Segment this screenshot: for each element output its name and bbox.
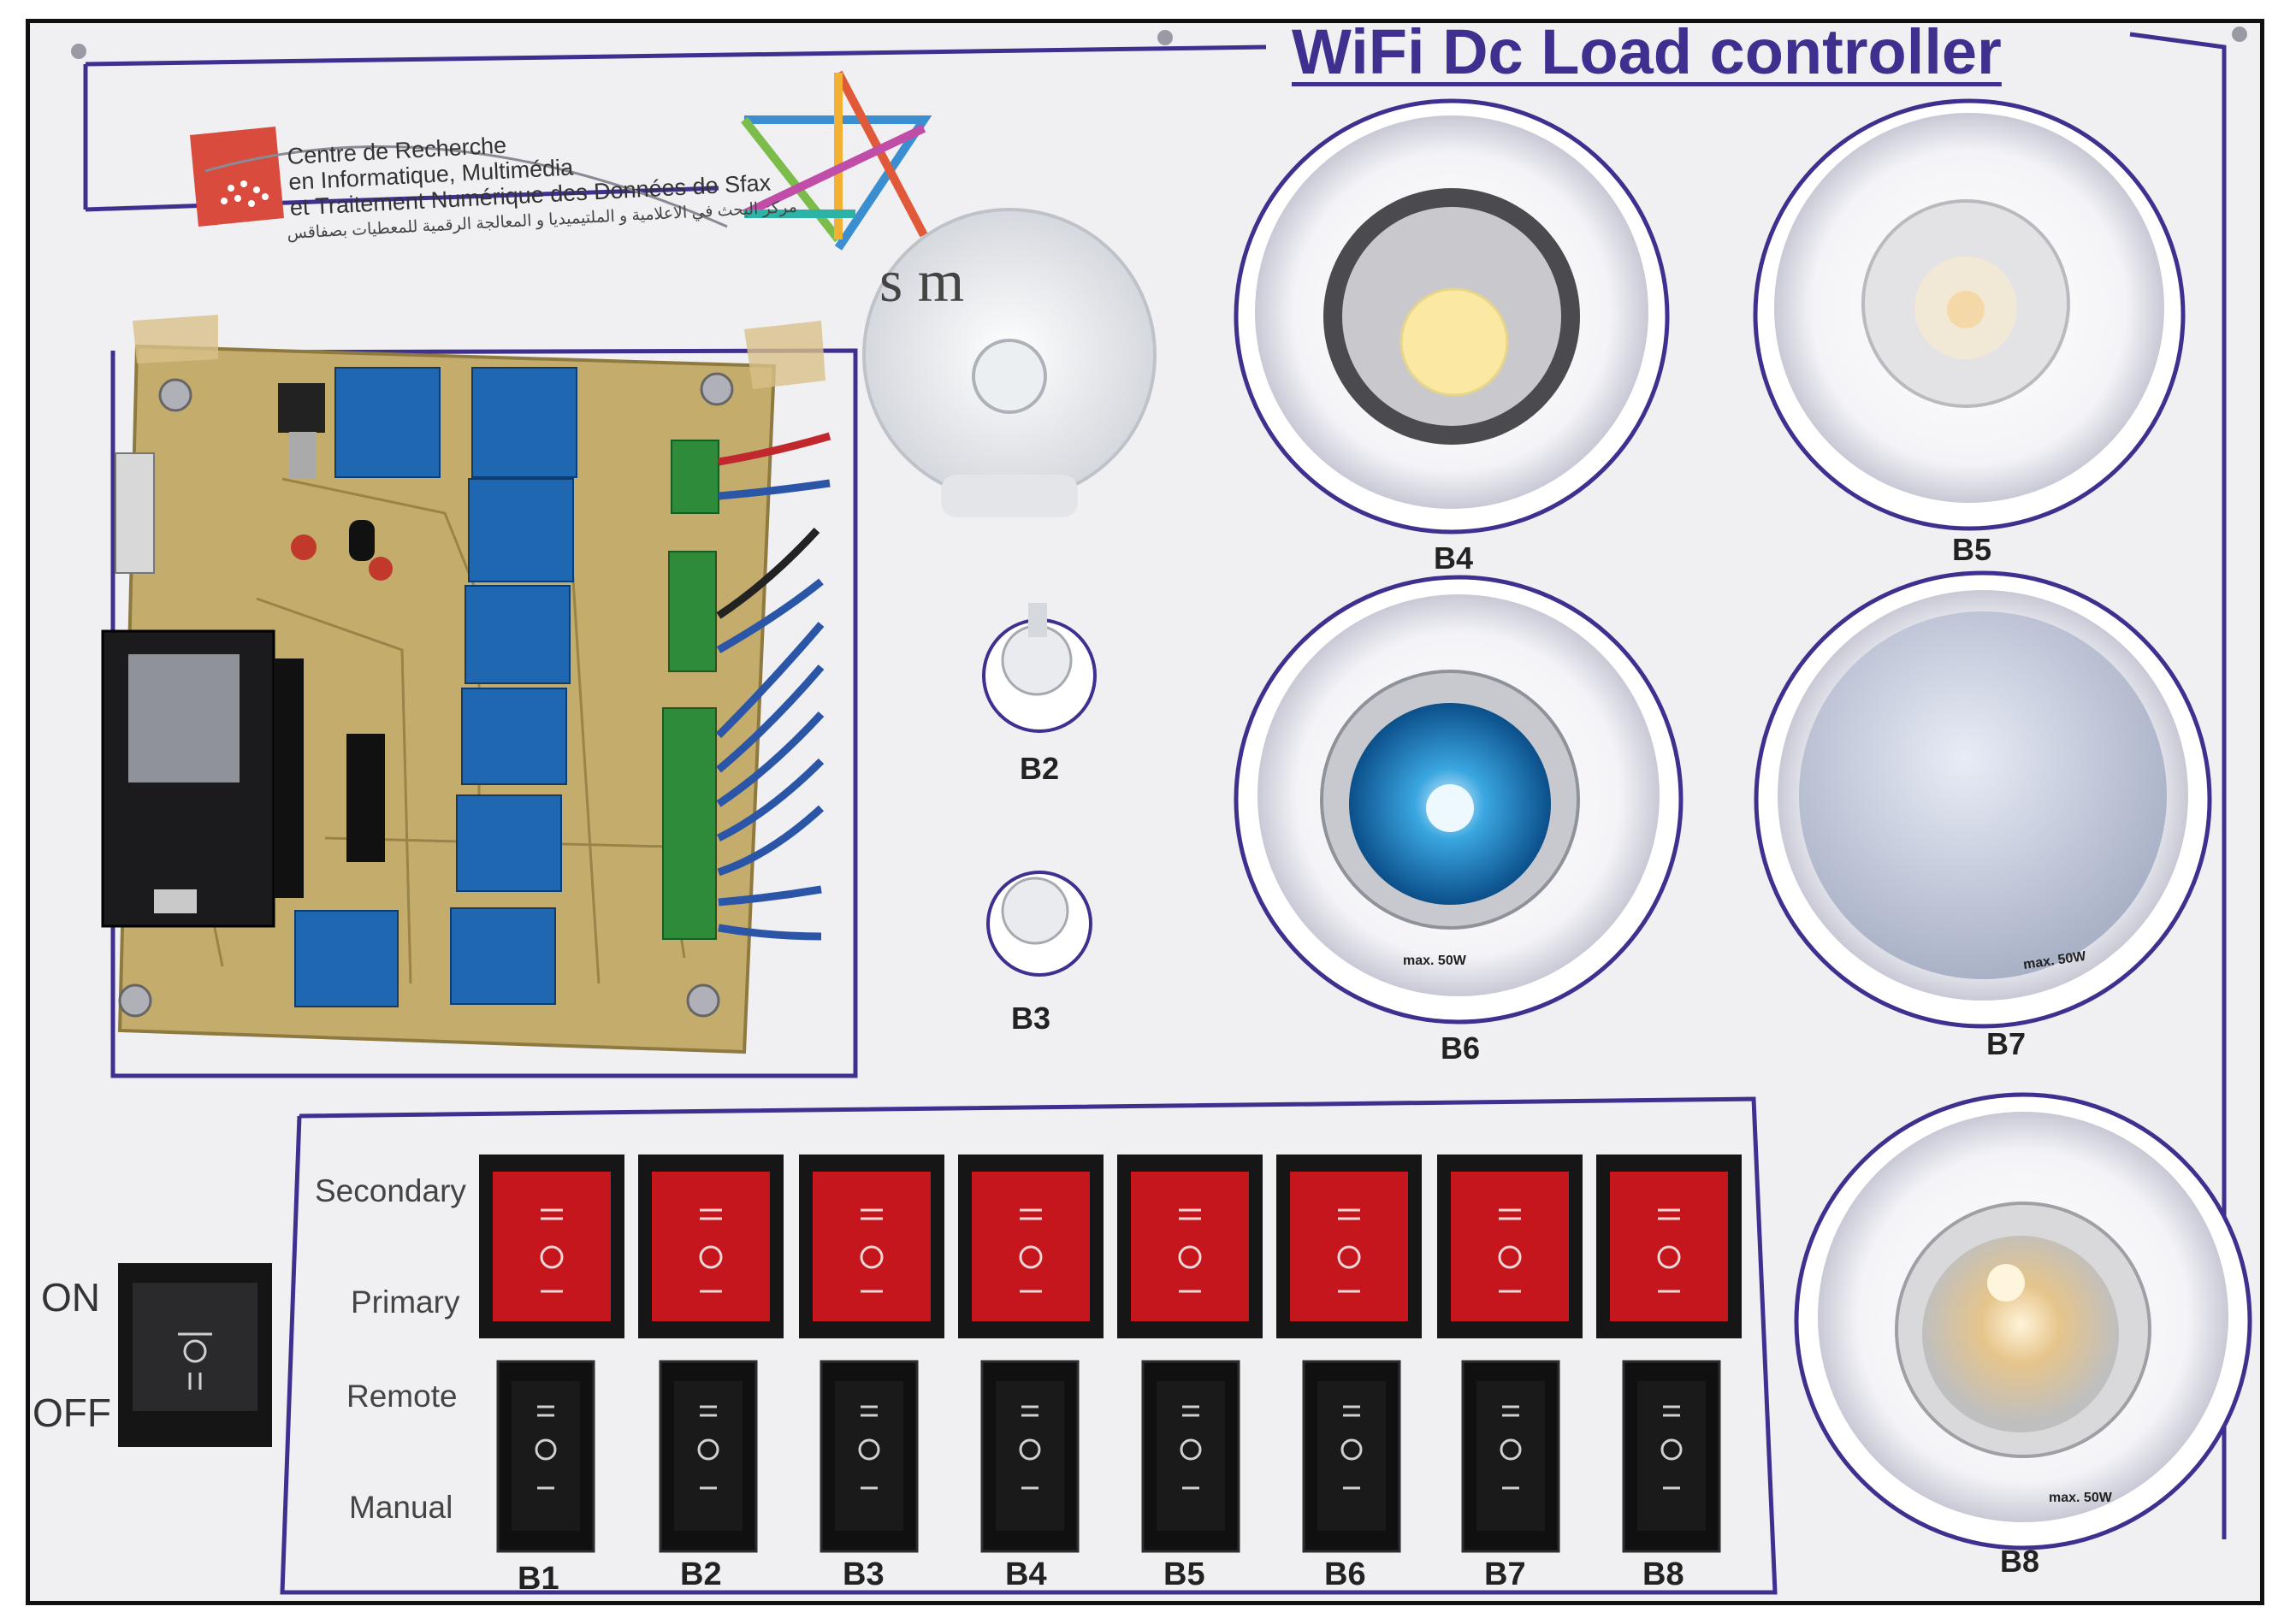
bulb-label-b4: B4	[1434, 540, 1474, 576]
rocker-red-b4[interactable]	[958, 1155, 1104, 1338]
switch-label-b3: B3	[843, 1556, 885, 1592]
rocker-black-b8[interactable]	[1622, 1360, 1721, 1553]
bulb-b3	[986, 871, 1092, 977]
relay-pcb	[101, 315, 831, 1054]
bulb-label-b7: B7	[1986, 1026, 2027, 1061]
rocker-black-b6[interactable]	[1302, 1360, 1401, 1553]
switch-label-b1: B1	[518, 1561, 559, 1597]
rocker-red-b7[interactable]	[1437, 1155, 1583, 1338]
rocker-black-b4[interactable]	[980, 1360, 1080, 1553]
switch-label-b7: B7	[1484, 1556, 1526, 1592]
crns-logo-icon	[190, 127, 728, 228]
row-label-secondary: Secondary	[315, 1173, 466, 1208]
remote-manual-rockers	[496, 1360, 1721, 1553]
bulb-b8	[1794, 1092, 2252, 1550]
rocker-black-b3[interactable]	[820, 1360, 919, 1553]
bulb-label-b5: B5	[1952, 532, 1992, 567]
esp32-board	[101, 629, 304, 928]
switch-label-b5: B5	[1163, 1556, 1205, 1592]
rocker-red-b1[interactable]	[479, 1155, 624, 1338]
main-power-switch[interactable]	[118, 1263, 272, 1447]
bulb-label-b8: B8	[2000, 1544, 2040, 1579]
bulb-b6	[1234, 575, 1683, 1025]
rocker-black-b2[interactable]	[659, 1360, 758, 1553]
bulb-label-b2: B2	[1020, 751, 1060, 786]
bulb-b4	[1234, 98, 1670, 534]
switch-label-b8: B8	[1642, 1556, 1684, 1592]
mounting-screws	[118, 372, 734, 1018]
switch-label-b2: B2	[680, 1556, 722, 1592]
row-label-remote: Remote	[346, 1379, 458, 1414]
row-label-primary: Primary	[351, 1284, 460, 1320]
main-switch-on-label: ON	[41, 1275, 100, 1320]
board-title: WiFi Dc Load controller	[1292, 16, 2002, 87]
rocker-red-b8[interactable]	[1596, 1155, 1742, 1338]
rocker-red-b2[interactable]	[638, 1155, 784, 1338]
bulb-b5	[1753, 98, 2186, 531]
terminal-blocks	[662, 440, 719, 940]
relay-modules	[294, 367, 577, 1007]
rating-b8: max. 50W	[2049, 1491, 2112, 1505]
partner-logo-text: s m	[879, 249, 965, 315]
screws	[71, 27, 2247, 59]
rating-b6: max. 50W	[1403, 954, 1466, 968]
bulb-b7	[1754, 570, 2212, 1029]
bulb-b1	[862, 208, 1157, 517]
secondary-primary-rockers	[479, 1155, 1742, 1338]
main-switch-off-label: OFF	[33, 1391, 111, 1435]
rocker-red-b5[interactable]	[1117, 1155, 1263, 1338]
switch-label-b6: B6	[1324, 1556, 1366, 1592]
rocker-red-b6[interactable]	[1276, 1155, 1422, 1338]
partner-logo-icon	[741, 70, 932, 251]
switch-label-b4: B4	[1005, 1556, 1047, 1592]
bulb-b2	[982, 603, 1097, 733]
wires	[715, 432, 831, 941]
fuse-holder	[115, 452, 155, 574]
rocker-black-b7[interactable]	[1461, 1360, 1560, 1553]
frame-lines	[83, 32, 2227, 1595]
rocker-black-b1[interactable]	[496, 1360, 595, 1553]
bulb-label-b3: B3	[1011, 1001, 1051, 1036]
voltage-regulator	[278, 383, 325, 433]
rocker-black-b5[interactable]	[1141, 1360, 1240, 1553]
bulb-label-b6: B6	[1441, 1031, 1481, 1066]
row-label-manual: Manual	[349, 1490, 453, 1525]
rocker-red-b3[interactable]	[799, 1155, 944, 1338]
ic-chip	[346, 734, 385, 862]
